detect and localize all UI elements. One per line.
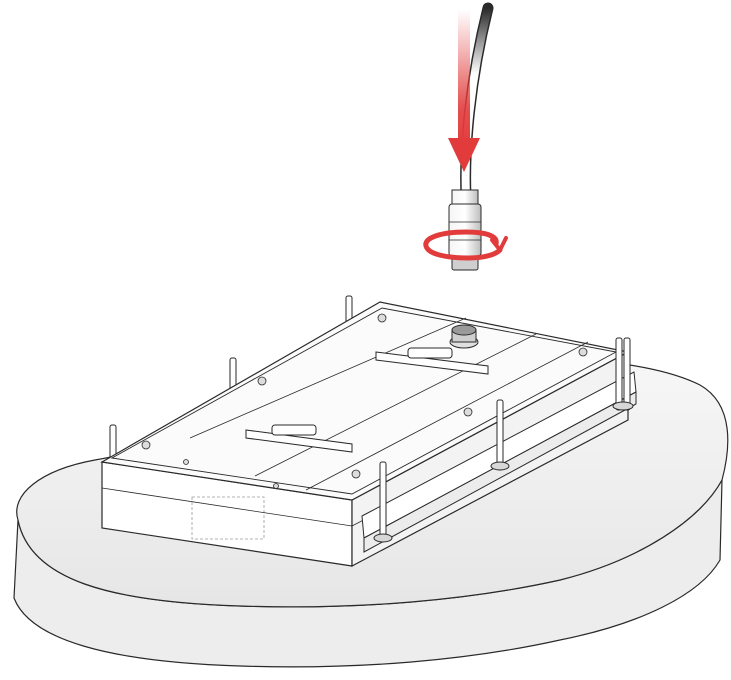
stud [379, 461, 387, 541]
stud [496, 399, 504, 471]
lid-screws [141, 313, 588, 489]
lid-handle [245, 424, 353, 453]
stud [615, 337, 623, 411]
insert-arrow-icon [448, 10, 480, 172]
stud [623, 337, 631, 411]
lid-handle [375, 347, 489, 375]
mounting-studs-front [373, 337, 634, 543]
connector-sleeve [451, 189, 479, 205]
connector-port [449, 324, 479, 349]
rotate-arrow-icon [423, 229, 508, 261]
front-label [191, 496, 265, 540]
